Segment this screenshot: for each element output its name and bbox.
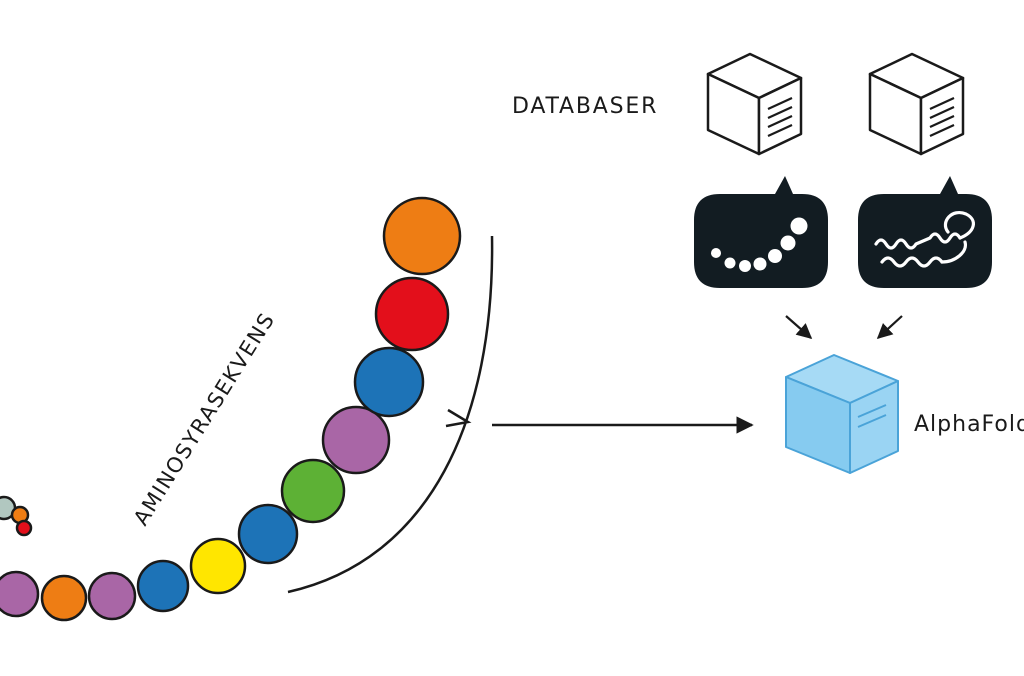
databases-label: DATABASER — [512, 94, 658, 119]
protein-structure-icon — [874, 211, 975, 268]
amino-acid-bead — [321, 405, 391, 475]
sequence-bracket — [287, 235, 494, 594]
amino-acid-bead — [40, 574, 88, 622]
database-cube-icon — [868, 52, 965, 156]
amino-acid-chain — [0, 196, 462, 622]
sequence-label: AMINOSYRASEKVENS — [129, 308, 280, 530]
sequence-bubble — [694, 176, 828, 288]
tail-bead — [15, 519, 33, 537]
amino-acid-bead — [136, 559, 190, 613]
sequence-beads-icon — [711, 217, 808, 272]
amino-acid-bead — [237, 503, 299, 565]
amino-acid-bead — [0, 570, 40, 618]
amino-acid-bead — [382, 196, 462, 276]
database-cube-icon — [706, 52, 803, 156]
amino-acid-bead — [374, 276, 450, 352]
alphafold-label: AlphaFold — [914, 412, 1024, 437]
structure-bubble — [858, 176, 992, 288]
bubble-arrow-left — [785, 315, 813, 340]
chain-tail — [0, 495, 33, 537]
amino-acid-bead — [353, 346, 425, 418]
amino-acid-bead — [189, 537, 247, 595]
amino-acid-bead — [87, 571, 137, 621]
amino-acid-bead — [280, 458, 346, 524]
alphafold-cube-icon — [785, 354, 899, 474]
bubble-arrow-right — [876, 315, 903, 340]
